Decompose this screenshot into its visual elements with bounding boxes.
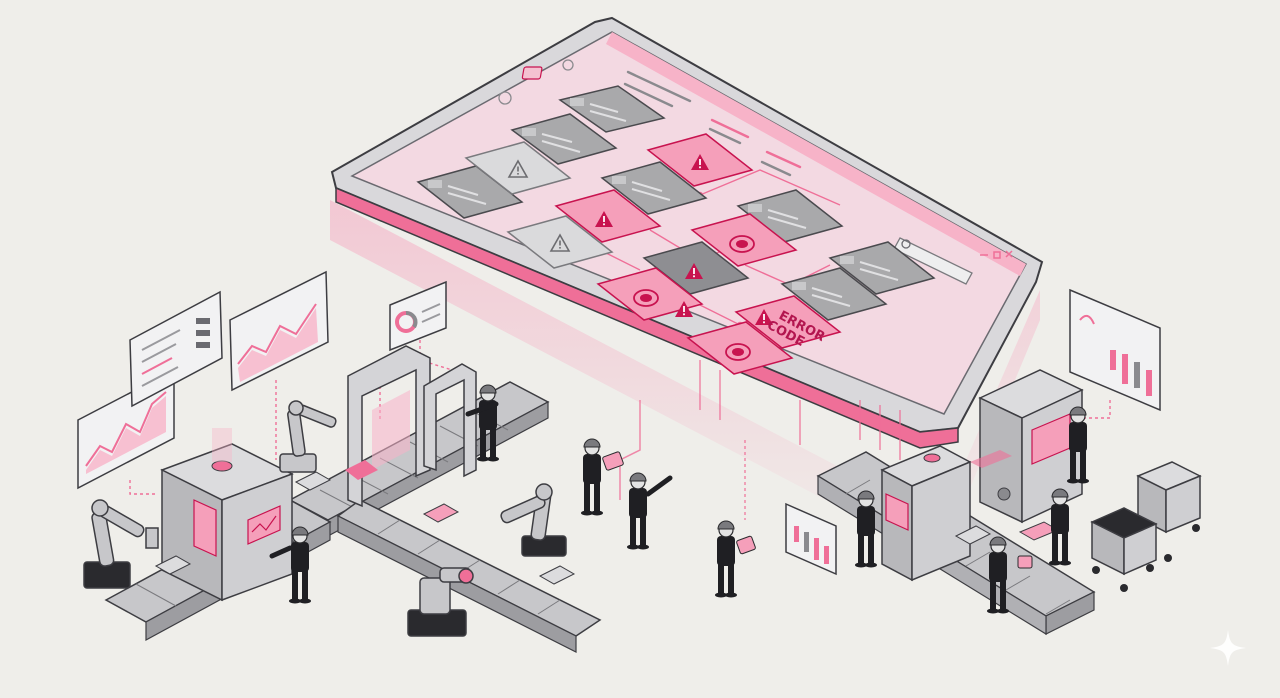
link-icon[interactable] <box>562 59 574 71</box>
worker <box>626 472 650 551</box>
data-streams <box>619 360 901 520</box>
robot-arm <box>279 400 337 473</box>
status-card-warning-inactive[interactable] <box>506 215 614 269</box>
search-icon <box>901 239 911 249</box>
control-cabinet <box>978 369 1084 524</box>
right-production-line <box>816 369 1202 636</box>
search-bar[interactable] <box>893 237 973 285</box>
cart <box>1090 507 1158 592</box>
status-card-target[interactable] <box>596 267 704 321</box>
sparkle-icon <box>1210 630 1246 666</box>
status-card-warning-inactive[interactable] <box>464 141 572 195</box>
status-card-normal[interactable] <box>510 113 618 165</box>
header-text-lines <box>623 70 802 177</box>
status-card-target[interactable] <box>690 213 798 267</box>
robot-arm <box>407 567 474 637</box>
inspection-machine <box>160 428 294 602</box>
worker <box>714 520 738 599</box>
worker <box>580 438 604 517</box>
status-card-target[interactable] <box>686 321 794 375</box>
robot-arm <box>500 483 567 557</box>
robot-arm <box>83 499 159 589</box>
packaging-machine <box>880 445 972 582</box>
gear-icon[interactable] <box>498 91 512 105</box>
status-card-normal[interactable] <box>558 85 666 133</box>
floating-list-panel <box>129 290 223 408</box>
status-card-alert[interactable] <box>646 133 754 187</box>
status-card-normal[interactable] <box>416 165 524 219</box>
status-card-alert[interactable] <box>554 189 662 243</box>
scanner-gantry <box>345 345 431 508</box>
status-card-normal[interactable] <box>736 189 844 243</box>
floating-chart-area <box>229 270 329 392</box>
window-icon[interactable] <box>521 66 543 80</box>
window-controls[interactable] <box>980 250 1013 259</box>
dashboard-panel: ERROR CODE <box>330 16 1044 560</box>
floating-bar-chart-right <box>1069 288 1161 412</box>
floating-bar-chart-mid <box>785 502 837 576</box>
status-card-normal[interactable] <box>600 161 708 215</box>
worker-tablets <box>269 401 1033 569</box>
status-card-normal[interactable] <box>828 241 936 295</box>
left-production-line <box>83 345 602 653</box>
status-card-normal[interactable] <box>780 267 888 321</box>
floating-donut-panel <box>389 280 447 352</box>
